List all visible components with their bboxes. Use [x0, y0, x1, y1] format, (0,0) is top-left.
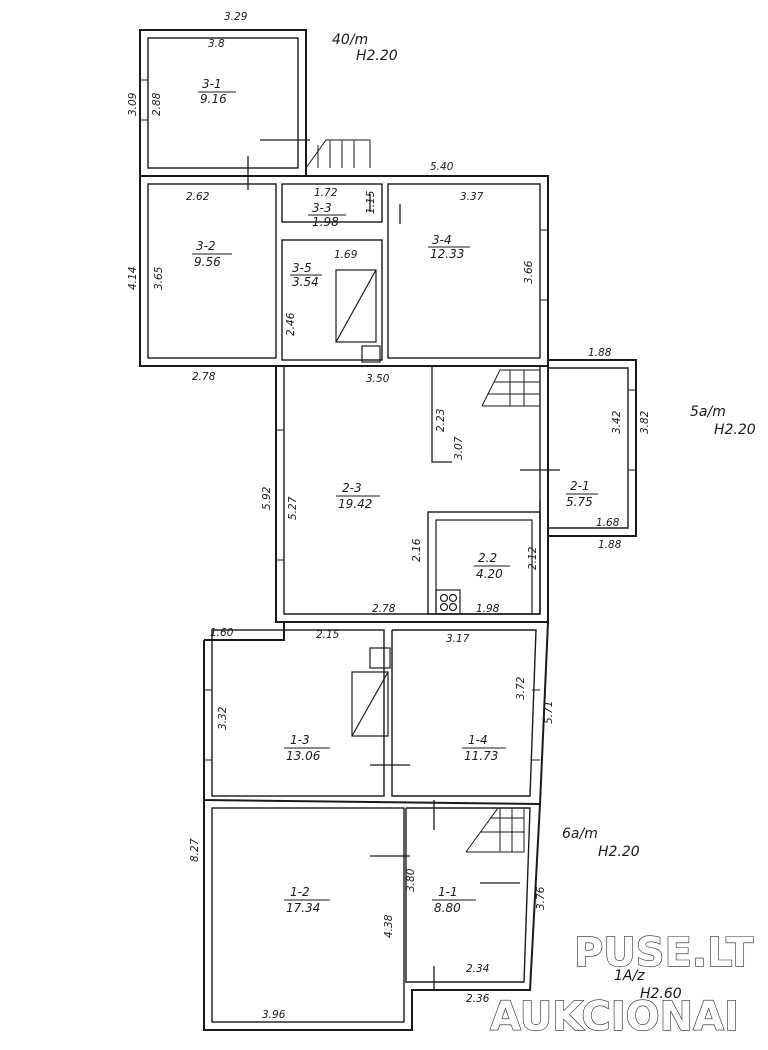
room-area: 9.16	[200, 92, 227, 106]
room-area: 12.33	[430, 247, 464, 261]
block-1-walls: 6a/m	[562, 826, 598, 842]
watermark-line-1: PUSE.LT	[574, 930, 754, 976]
stairs	[305, 139, 541, 853]
dimension: 1.98	[476, 603, 500, 615]
dimension: 1.88	[598, 539, 622, 551]
room-area: 5.75	[566, 495, 593, 509]
dimension: 1.69	[334, 249, 358, 261]
dimension: 1.88	[588, 347, 612, 359]
room-area: 11.73	[464, 749, 498, 763]
room-id: 3-1	[202, 77, 222, 91]
dimension: 3.29	[224, 11, 248, 23]
room-label-rules	[192, 91, 598, 901]
door-marks	[247, 139, 560, 990]
dimension: 1.72	[314, 187, 338, 199]
dimension: 2.36	[466, 993, 490, 1005]
dimension: 3.65	[153, 266, 165, 290]
block-3-walls: 40/m	[332, 32, 368, 48]
dimension: 4.14	[127, 267, 139, 290]
dimension: 3.80	[405, 868, 417, 892]
dimension: 5.27	[287, 496, 299, 520]
room-area: 13.06	[286, 749, 321, 763]
dimension: 2.78	[372, 603, 396, 615]
room-area: 1.98	[312, 215, 339, 229]
dimension: 3.8	[208, 38, 225, 50]
room-id: 1-1	[438, 885, 458, 899]
dimension: 3.66	[523, 260, 535, 284]
room-area: 17.34	[286, 901, 320, 915]
dimension: 5.92	[261, 486, 273, 510]
room-id: 3-4	[432, 233, 452, 247]
room-id: 1-2	[290, 885, 310, 899]
dimension-labels: 3.29 3.8 3.09 2.88 2.62 4.14 3.65 1.72 1…	[127, 11, 651, 1021]
stove-symbols	[335, 269, 461, 737]
block-2-height: H2.20	[714, 422, 756, 438]
watermark: PUSE.LT AUKCIONAI	[489, 929, 754, 1040]
dimension: 3.76	[535, 886, 547, 910]
room-id: 3-2	[196, 239, 216, 253]
room-id: 3-3	[312, 201, 332, 215]
room-id: 3-5	[292, 261, 312, 275]
dimension: 2.12	[527, 546, 539, 570]
dimension: 3.42	[611, 410, 623, 434]
watermark-line-2: AUKCIONAI	[490, 994, 739, 1040]
dimension: 3.96	[262, 1009, 286, 1021]
walls	[139, 29, 637, 1031]
building-mark: 1A/z	[614, 968, 645, 984]
room-id: 2-3	[342, 481, 362, 495]
dimension: 5.71	[543, 701, 555, 724]
dimension: 2.88	[151, 92, 163, 116]
room-id: 2.2	[478, 551, 497, 565]
room-area: 4.20	[476, 567, 503, 581]
dimension: 3.17	[446, 633, 470, 645]
block-1-height: H2.20	[598, 844, 640, 860]
room-area: 9.56	[194, 255, 221, 269]
building-height: H2.60	[640, 986, 682, 1002]
block-3-height: H2.20	[356, 48, 398, 64]
room-area: 8.80	[434, 901, 461, 915]
dimension: 2.62	[186, 191, 210, 203]
room-area: 3.54	[292, 275, 319, 289]
room-labels: 3-1 9.16 3-2 9.56 3-3 1.98 3-4 12.33 3-5…	[194, 77, 593, 915]
dimension: 3.07	[453, 436, 465, 460]
room-id: 1-3	[290, 733, 310, 747]
dimension: 2.23	[435, 409, 447, 432]
room-id: 1-4	[468, 733, 488, 747]
block-annotations: 40/m H2.20 5a/m H2.20 6a/m H2.20 1A/z H2…	[332, 32, 756, 1002]
dimension: 2.78	[192, 371, 216, 383]
room-id: 2-1	[570, 479, 590, 493]
dimension: 3.32	[217, 706, 229, 730]
dimension: 3.50	[366, 373, 390, 385]
dimension: 3.09	[127, 92, 139, 116]
dimension: 4.38	[383, 914, 395, 938]
block-2-walls: 5a/m	[690, 404, 726, 420]
dimension: 2.16	[411, 538, 423, 562]
dimension: 2.46	[285, 312, 297, 336]
dimension: 1.15	[365, 190, 377, 214]
room-area: 19.42	[338, 497, 372, 511]
dimension: 2.34	[466, 963, 489, 975]
dimension: 5.40	[430, 161, 454, 173]
openings	[140, 29, 636, 1031]
dimension: 3.37	[460, 191, 484, 203]
dimension: 1.68	[596, 517, 620, 529]
dimension: 3.72	[515, 676, 527, 700]
dimension: 2.15	[316, 629, 340, 641]
dimension: 1.60	[210, 627, 234, 639]
dimension: 3.82	[639, 410, 651, 434]
dimension: 8.27	[189, 838, 201, 862]
